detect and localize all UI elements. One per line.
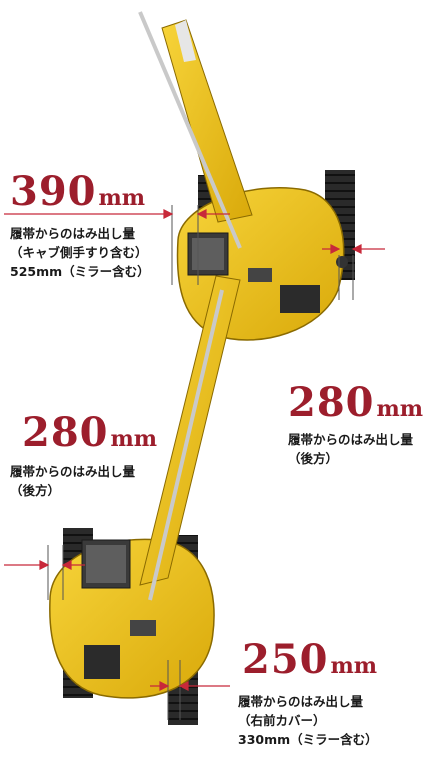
note-line: （キャブ側手すり含む） — [10, 245, 148, 260]
note-390: 履帯からのはみ出し量 （キャブ側手すり含む） 525mm（ミラー含む） — [10, 224, 150, 281]
note-line: （後方） — [10, 483, 61, 498]
radiator-bottom — [130, 620, 156, 636]
note-line: 履帯からのはみ出し量 — [10, 226, 136, 241]
light-top — [336, 256, 348, 268]
cab-window-bottom — [86, 545, 126, 583]
note-280-rear-right: 履帯からのはみ出し量 （後方） — [288, 430, 413, 468]
measure-unit: mm — [330, 653, 378, 679]
engine-hood-bottom — [84, 645, 120, 679]
upper-structure-bottom — [49, 538, 215, 699]
arrowhead-250-right — [178, 681, 189, 691]
measure-value: 250 — [242, 636, 329, 683]
measure-250: 250mm — [242, 640, 377, 680]
measure-unit: mm — [110, 426, 158, 452]
arrowhead-280r-left — [330, 244, 341, 254]
note-250: 履帯からのはみ出し量 （右前カバー） 330mm（ミラー含む） — [238, 692, 378, 749]
dimension-arrows — [4, 209, 385, 691]
arrowhead-390-left — [163, 209, 174, 219]
excavator-top — [138, 11, 355, 341]
note-line: 330mm（ミラー含む） — [238, 732, 378, 747]
arm-rod-bottom — [148, 289, 224, 601]
arrowhead-250-left — [159, 681, 170, 691]
measure-unit: mm — [376, 396, 424, 422]
note-line: 履帯からのはみ出し量 — [238, 694, 364, 709]
note-line: 履帯からのはみ出し量 — [10, 464, 136, 479]
cab-window-top — [192, 238, 224, 270]
cylinder-top — [175, 20, 196, 62]
excavator-bottom — [49, 275, 241, 725]
measure-280-rear-left: 280mm — [22, 413, 157, 453]
measure-390: 390mm — [10, 172, 145, 212]
arrowhead-390-right — [196, 209, 207, 219]
arm-rod-top — [138, 11, 242, 249]
engine-hood-top — [280, 285, 320, 313]
note-line: 履帯からのはみ出し量 — [288, 432, 414, 447]
note-line: 525mm（ミラー含む） — [10, 264, 150, 279]
measure-value: 280 — [22, 409, 109, 456]
arrowhead-280l-left — [39, 560, 50, 570]
note-line: （後方） — [288, 451, 339, 466]
measure-280-rear-right: 280mm — [288, 383, 423, 423]
arrowhead-280l-right — [61, 560, 72, 570]
note-line: （右前カバー） — [238, 713, 326, 728]
measure-unit: mm — [98, 185, 146, 211]
note-280-rear-left: 履帯からのはみ出し量 （後方） — [10, 462, 135, 500]
measure-value: 280 — [288, 379, 375, 426]
measure-value: 390 — [10, 168, 97, 215]
radiator-top — [248, 268, 272, 282]
arrowhead-280r-right — [351, 244, 362, 254]
dimension-guides — [47, 205, 354, 720]
